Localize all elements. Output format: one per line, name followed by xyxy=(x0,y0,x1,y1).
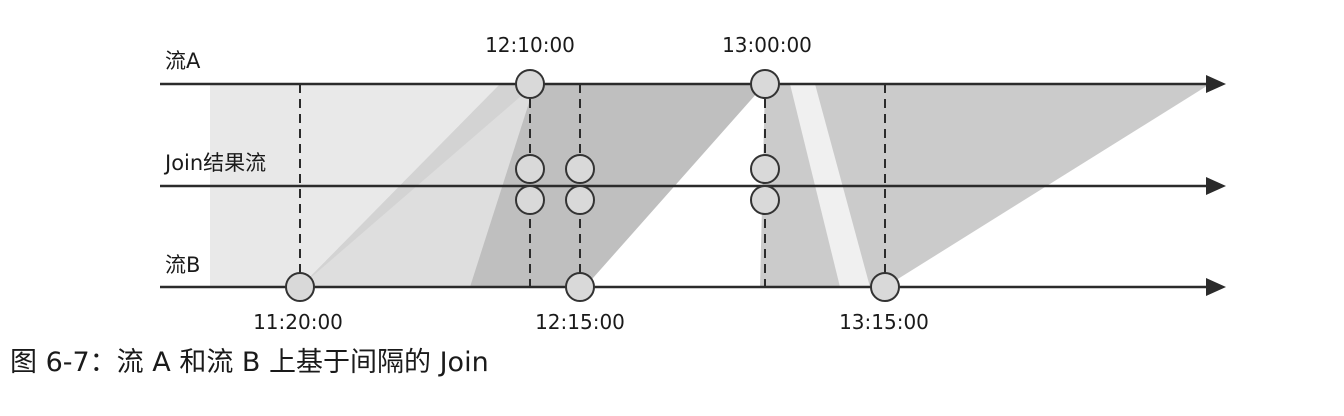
result-event-6 xyxy=(750,185,780,215)
dashed-guides xyxy=(299,84,886,287)
event-b-12-15 xyxy=(565,272,595,302)
result-stream-label: Join结果流 xyxy=(163,151,266,175)
result-event-1 xyxy=(515,154,545,184)
result-event-3 xyxy=(565,154,595,184)
result-event-5 xyxy=(750,154,780,184)
axis-arrowheads xyxy=(1206,75,1226,296)
result-stream-arrowhead xyxy=(1206,177,1226,195)
stream-b-label: 流B xyxy=(165,253,200,277)
stream-b-arrowhead xyxy=(1206,278,1226,296)
event-a-12-10 xyxy=(515,69,545,99)
stream-axes xyxy=(160,82,1208,289)
event-circles xyxy=(285,69,900,302)
event-b-11-20 xyxy=(285,272,315,302)
result-event-4 xyxy=(565,185,595,215)
figure-caption: 图 6-7：流 A 和流 B 上基于间隔的 Join xyxy=(10,347,489,378)
time-label-13-00: 13:00:00 xyxy=(722,33,812,57)
stream-a-label: 流A xyxy=(165,49,201,73)
stream-a-arrowhead xyxy=(1206,75,1226,93)
event-b-13-15 xyxy=(870,272,900,302)
time-label-12-15: 12:15:00 xyxy=(535,310,625,334)
result-event-2 xyxy=(515,185,545,215)
time-label-12-10: 12:10:00 xyxy=(485,33,575,57)
time-label-11-20: 11:20:00 xyxy=(253,310,343,334)
time-label-13-15: 13:15:00 xyxy=(839,310,929,334)
event-a-13-00 xyxy=(750,69,780,99)
